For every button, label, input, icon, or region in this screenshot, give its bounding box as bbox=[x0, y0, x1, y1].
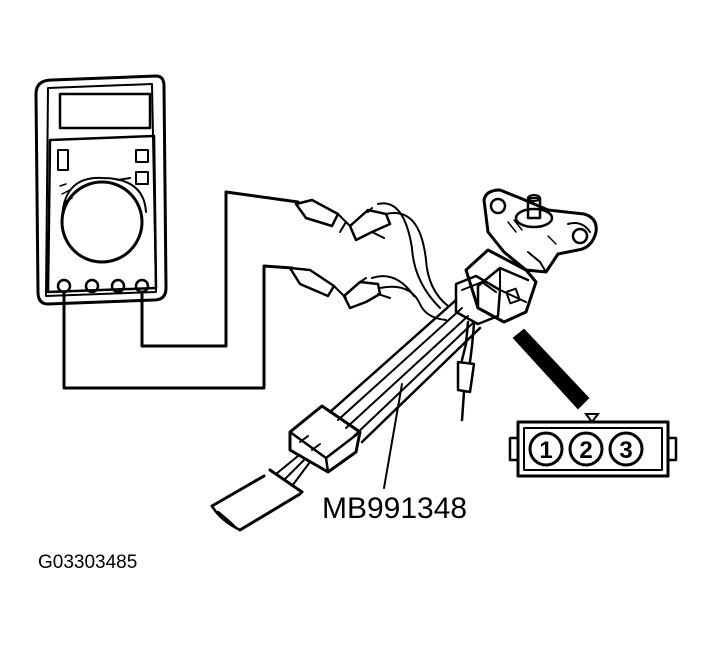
harness-inline-connector bbox=[288, 404, 362, 474]
multimeter-dial[interactable] bbox=[60, 180, 144, 264]
test-harness bbox=[210, 274, 502, 532]
test-leads bbox=[62, 190, 449, 390]
connector-pin-3: 3 bbox=[608, 431, 644, 467]
harness-check-terminal[interactable] bbox=[456, 360, 476, 394]
callout-arrow bbox=[512, 328, 590, 410]
multimeter-indicator-right bbox=[135, 171, 149, 185]
probe-upper bbox=[294, 198, 340, 228]
part-number-leader bbox=[383, 383, 403, 489]
multimeter-indicator-left bbox=[57, 149, 69, 171]
clip-upper bbox=[348, 208, 392, 242]
connector-pin-1-label: 1 bbox=[539, 437, 552, 464]
multimeter-display bbox=[58, 92, 152, 130]
part-number-label: MB991348 bbox=[322, 492, 467, 525]
terminal-2[interactable] bbox=[84, 278, 100, 294]
multimeter bbox=[34, 74, 168, 306]
connector-pin-1: 1 bbox=[528, 431, 564, 467]
clip-lower bbox=[342, 280, 382, 310]
multimeter-indicator-top-right bbox=[135, 149, 149, 163]
test-lead-negative bbox=[62, 264, 294, 390]
terminal-v[interactable] bbox=[134, 278, 150, 294]
connector-pin-2-label: 2 bbox=[579, 437, 592, 464]
probe-lower bbox=[288, 266, 336, 298]
terminal-3[interactable] bbox=[110, 278, 126, 294]
connector-pin-2: 2 bbox=[568, 431, 604, 467]
figure-id: G03303485 bbox=[38, 552, 137, 573]
throttle-position-sensor bbox=[464, 188, 598, 324]
test-lead-positive bbox=[140, 190, 300, 348]
connector-pin-3-label: 3 bbox=[619, 437, 632, 464]
connector-pin-view: 1 2 3 bbox=[508, 413, 678, 478]
